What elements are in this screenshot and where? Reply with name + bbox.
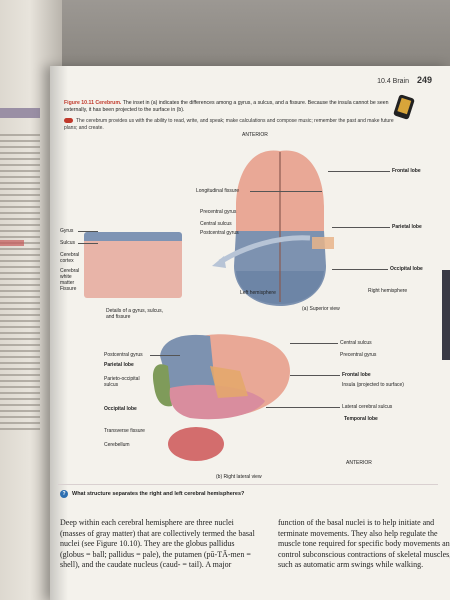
left-page-text-lines bbox=[0, 130, 40, 434]
label-transverse-fissure: Transverse fissure bbox=[104, 428, 145, 434]
label-sulcus: Sulcus bbox=[60, 240, 76, 246]
label-occipital-lobe: Occipital lobe bbox=[390, 266, 423, 272]
lateral-view-brain bbox=[152, 334, 290, 461]
superior-view-subcaption: (a) Superior view bbox=[302, 306, 340, 312]
label-lateral-parietal-lobe: Parietal lobe bbox=[104, 362, 134, 368]
inset-arrow bbox=[218, 235, 311, 265]
body-text-left-column: Deep within each cerebral hemisphere are… bbox=[60, 518, 255, 569]
left-page-red-mark bbox=[0, 240, 24, 246]
insula-projection bbox=[210, 366, 248, 398]
label-central-sulcus: Central sulcus bbox=[200, 221, 232, 227]
label-lateral-postcentral-gyrus: Postcentral gyrus bbox=[104, 352, 143, 358]
function-icon bbox=[64, 118, 73, 124]
label-left-hemisphere: Left hemisphere bbox=[240, 290, 276, 296]
leader-line bbox=[78, 243, 98, 244]
textbook-page: 10.4 Brain 249 Figure 10.11 Cerebrum. Th… bbox=[50, 66, 450, 600]
brain-illustrations bbox=[152, 150, 334, 461]
label-postcentral-gyrus: Postcentral gyrus bbox=[200, 230, 239, 236]
leader-line bbox=[332, 269, 388, 270]
label-cerebellum: Cerebellum bbox=[104, 442, 130, 448]
left-page-header-strip bbox=[0, 108, 40, 118]
leader-line bbox=[290, 343, 338, 344]
superior-view-brain bbox=[234, 150, 334, 306]
leader-line bbox=[78, 231, 98, 232]
figure-caption-text: The inset in (a) indicates the differenc… bbox=[64, 100, 389, 113]
section-divider bbox=[58, 484, 438, 485]
label-lateral-precentral-gyrus: Precentral gyrus bbox=[340, 352, 377, 358]
table-background bbox=[0, 0, 450, 66]
lateral-occipital-lobe bbox=[152, 364, 172, 407]
gyrus-sulcus-detail bbox=[84, 232, 182, 298]
label-lateral-cerebral-sulcus: Lateral cerebral sulcus bbox=[342, 404, 393, 410]
label-temporal-lobe: Temporal lobe bbox=[344, 416, 378, 422]
detail-subcaption: Details of a gyrus, sulcus, and fissure bbox=[106, 308, 163, 320]
label-gyrus: Gyrus bbox=[60, 228, 74, 234]
figure-note: The cerebrum provides us with the abilit… bbox=[64, 118, 394, 132]
lateral-parietal-lobe bbox=[160, 334, 215, 391]
cerebellum-shape bbox=[168, 427, 224, 461]
label-frontal-lobe: Frontal lobe bbox=[392, 168, 421, 174]
running-head: 10.4 Brain 249 bbox=[377, 75, 432, 85]
label-precentral-gyrus: Precentral gyrus bbox=[200, 209, 237, 215]
leader-line bbox=[266, 407, 340, 408]
label-cerebral-cortex: Cerebral cortex bbox=[60, 252, 80, 264]
figure-title: Figure 10.11 Cerebrum. bbox=[64, 100, 122, 106]
lateral-view-subcaption: (b) Right lateral view bbox=[216, 474, 262, 480]
figure-caption: Figure 10.11 Cerebrum. The inset in (a) … bbox=[64, 100, 394, 114]
label-lateral-frontal-lobe: Frontal lobe bbox=[342, 372, 371, 378]
leader-line bbox=[250, 191, 322, 192]
label-insula: Insula (projected to surface) bbox=[342, 382, 404, 388]
page-number: 249 bbox=[416, 75, 432, 85]
label-lateral-occipital-lobe: Occipital lobe bbox=[104, 406, 137, 412]
label-fissure: Fissure bbox=[60, 286, 77, 292]
leader-line bbox=[290, 375, 340, 376]
leader-line bbox=[150, 355, 180, 356]
figure-note-text: The cerebrum provides us with the abilit… bbox=[64, 118, 394, 131]
label-lateral-central-sulcus: Central sulcus bbox=[340, 340, 372, 346]
superior-inset-marker bbox=[312, 237, 334, 249]
running-head-section: 10.4 Brain bbox=[377, 78, 410, 85]
superior-orientation: ANTERIOR bbox=[242, 132, 268, 138]
label-parieto-occipital-sulcus: Parieto-occipital sulcus bbox=[104, 376, 140, 388]
inset-arrowhead bbox=[212, 256, 226, 268]
label-parietal-lobe: Parietal lobe bbox=[392, 224, 422, 230]
leader-line bbox=[332, 227, 390, 228]
label-longitudinal-fissure: Longitudinal fissure bbox=[196, 188, 240, 194]
body-text-right-column: function of the basal nuclei is to help … bbox=[278, 518, 450, 569]
lateral-orientation: ANTERIOR bbox=[346, 460, 372, 466]
question-text: What structure separates the right and l… bbox=[72, 491, 245, 497]
figure-question: ? What structure separates the right and … bbox=[60, 490, 244, 498]
label-right-hemisphere: Right hemisphere bbox=[368, 288, 408, 294]
page-edge-tab bbox=[442, 270, 450, 360]
label-cerebral-white-matter: Cerebral white matter bbox=[60, 268, 80, 286]
leader-line bbox=[328, 171, 390, 172]
spine-shadow bbox=[50, 66, 68, 600]
question-icon: ? bbox=[60, 490, 68, 498]
